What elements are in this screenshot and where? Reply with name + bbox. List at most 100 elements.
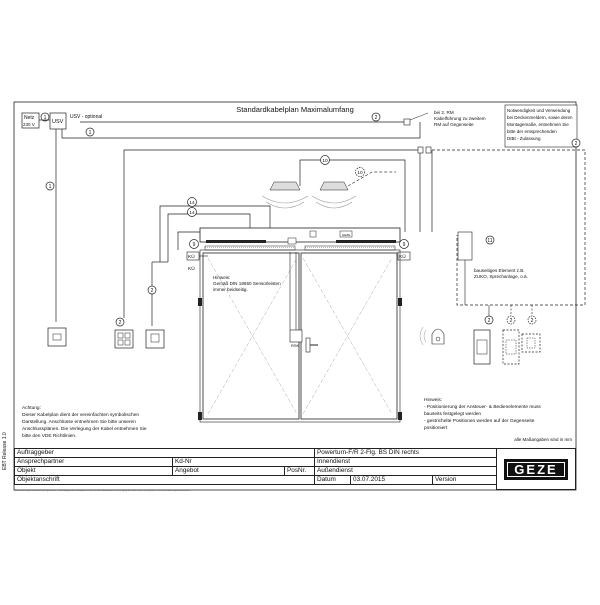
cable-marker-11 <box>485 235 495 245</box>
main-switch-box <box>47 327 67 347</box>
hinweis-din-title: Hinweis: <box>213 275 230 280</box>
tb-product: Powerturn-F/R 2-Flg. BS DIN rechts <box>314 448 498 458</box>
ku-right-label: KÜ <box>399 253 406 260</box>
cable-marker-14a <box>187 197 197 207</box>
geze-logo: GEZE <box>504 458 568 480</box>
cable-marker-9-right <box>399 239 409 249</box>
cable-marker-2-mid <box>147 285 157 295</box>
tb-angebot: Angebot <box>172 466 285 476</box>
title-block: Auftraggeber Powerturn-F/R 2-Flg. BS DIN… <box>13 448 498 485</box>
door-leaf-right <box>300 252 398 420</box>
cable-number-netz: 1 <box>44 115 47 121</box>
tb-objekt: Objekt <box>14 466 173 476</box>
cable-number-9-left: 9 <box>193 242 196 248</box>
cable-marker-1-left <box>45 181 55 191</box>
achtung-line-4: bitte den VDE Richtlinien. <box>22 433 76 439</box>
ku-left-label-2: KÜ <box>188 265 195 272</box>
proximity-sensor-icon <box>431 328 445 345</box>
notice-line-2: bei Deckenmeldern, sowie deren <box>507 115 573 120</box>
cable-marker-14b <box>187 207 197 217</box>
ku-left-label: KÜ <box>188 253 195 260</box>
rsk-box <box>289 329 303 343</box>
cable-number-1-left: 1 <box>49 184 52 190</box>
tb-aussendienst: Außendienst <box>314 466 498 476</box>
notice-line-3: Montagemaße, entnehmen Sie <box>507 122 569 127</box>
usv-label: USV <box>52 119 64 125</box>
cable-marker-2-top <box>371 112 381 122</box>
bei-2rm-label-3: RM auf Gegenseite <box>434 122 474 127</box>
usv-box <box>49 112 67 130</box>
hinweis-right-line-2: bauseits festgelegt werden <box>424 411 481 417</box>
achtung-line-3: Anschlussplänen. Die Verlegung der Kabel… <box>22 426 147 432</box>
tb-innendienst: Innendienst <box>314 457 498 467</box>
bei-2rm-label-1: bei 2. RM <box>434 110 454 115</box>
cable-number-14a: 14 <box>189 200 195 206</box>
notice-line-4: bitte der entsprechenden <box>507 129 557 134</box>
hinweis-din-line-1: Gemäß DIN 18650 Sensorleisten <box>213 281 281 286</box>
netz-label: Netz <box>24 115 35 121</box>
cable-number-1-top: 1 <box>89 130 92 136</box>
wall-button-3 <box>521 333 541 353</box>
drawing-title: Standardkabelplan Maximalumfang <box>236 105 354 114</box>
cable-number-11: 11 <box>487 238 492 244</box>
key-switch-box <box>114 329 134 349</box>
notice-box <box>504 104 578 148</box>
cable-number-9-right: 9 <box>403 242 406 248</box>
site-element-label-2: ZUKO, Sprechanlage, o.ä. <box>474 274 528 279</box>
cable-number-2-btn2: 2 <box>488 318 491 324</box>
cable-marker-1-top <box>85 127 95 137</box>
cable-number-2-btn4: 2 <box>531 318 534 324</box>
door-handle <box>305 337 311 353</box>
push-button-box <box>145 329 165 349</box>
door-operator <box>199 227 401 243</box>
tb-objektanschrift: Objektanschrift <box>13 475 316 485</box>
radar-sensor-left <box>269 181 301 191</box>
cable-marker-2-btn1 <box>115 317 125 327</box>
cable-number-2-top: 2 <box>375 115 378 121</box>
tb-datum-value: 03.07.2015 <box>350 475 434 485</box>
cable-marker-2-right <box>571 138 581 148</box>
bei-2rm-label-2: Kabelführung zu zweitem <box>434 116 486 121</box>
achtung-line-1: Dieser Kabelplan dient der vereinfachten… <box>22 412 139 418</box>
operator-logo: GEZE <box>342 233 350 237</box>
tb-kd-nr: Kd-Nr <box>171 457 316 467</box>
operator-arm-left <box>206 240 266 243</box>
operator-arm-right <box>336 240 396 243</box>
cable-marker-10a <box>320 155 330 165</box>
fineprint: Diese Zeichnung ist urheberrechtlich ges… <box>14 490 191 492</box>
netz-box <box>21 112 40 129</box>
wall-button-1 <box>473 329 491 365</box>
wall-button-2 <box>502 329 520 365</box>
hinweis-right-line-1: - Positionierung der Ansteuer- & Bediene… <box>424 404 541 410</box>
dimensions-note: alle Maßangaben sind in mm <box>514 437 572 442</box>
cable-number-2-right: 2 <box>575 141 578 147</box>
hinweis-right-line-0: Hinweis: <box>424 397 442 403</box>
door-frame <box>199 249 401 423</box>
release-label: EBT Release 1.0 <box>2 432 8 470</box>
logo-box: GEZE <box>496 448 576 490</box>
tb-ansprechpartner: Ansprechpartner <box>14 457 173 467</box>
achtung-line-0: Achtung: <box>22 405 41 411</box>
notice-line-5: DIBt - Zulassung <box>507 136 541 141</box>
cable-number-14b: 14 <box>189 210 195 216</box>
cable-marker-netz <box>40 112 50 122</box>
cable-number-2-btn3: 2 <box>510 318 513 324</box>
site-element-box <box>457 231 473 261</box>
notice-line-1: Notwendigkeit und Verwendung <box>507 108 571 113</box>
cable-number-2-mid: 2 <box>151 288 154 294</box>
drawing-frame <box>13 101 577 491</box>
cable-marker-10b <box>355 167 365 177</box>
hinweis-din-line-2: immer beidseitig. <box>213 287 248 292</box>
hinweis-right-line-3: - gestrichelte Positionen werden auf der… <box>424 418 535 424</box>
cable-number-10a: 10 <box>322 158 328 164</box>
cable-number-10b: 10 <box>357 170 363 176</box>
tb-datum-label: Datum <box>314 475 352 485</box>
cable-marker-9-left <box>189 239 199 249</box>
radar-sensor-right <box>319 181 349 191</box>
rsk-label: RSK <box>291 343 300 348</box>
usv-optional-label: USV - optional <box>70 114 102 120</box>
cable-number-2-btn1: 2 <box>119 320 122 326</box>
tb-auftraggeber: Auftraggeber <box>13 448 316 458</box>
